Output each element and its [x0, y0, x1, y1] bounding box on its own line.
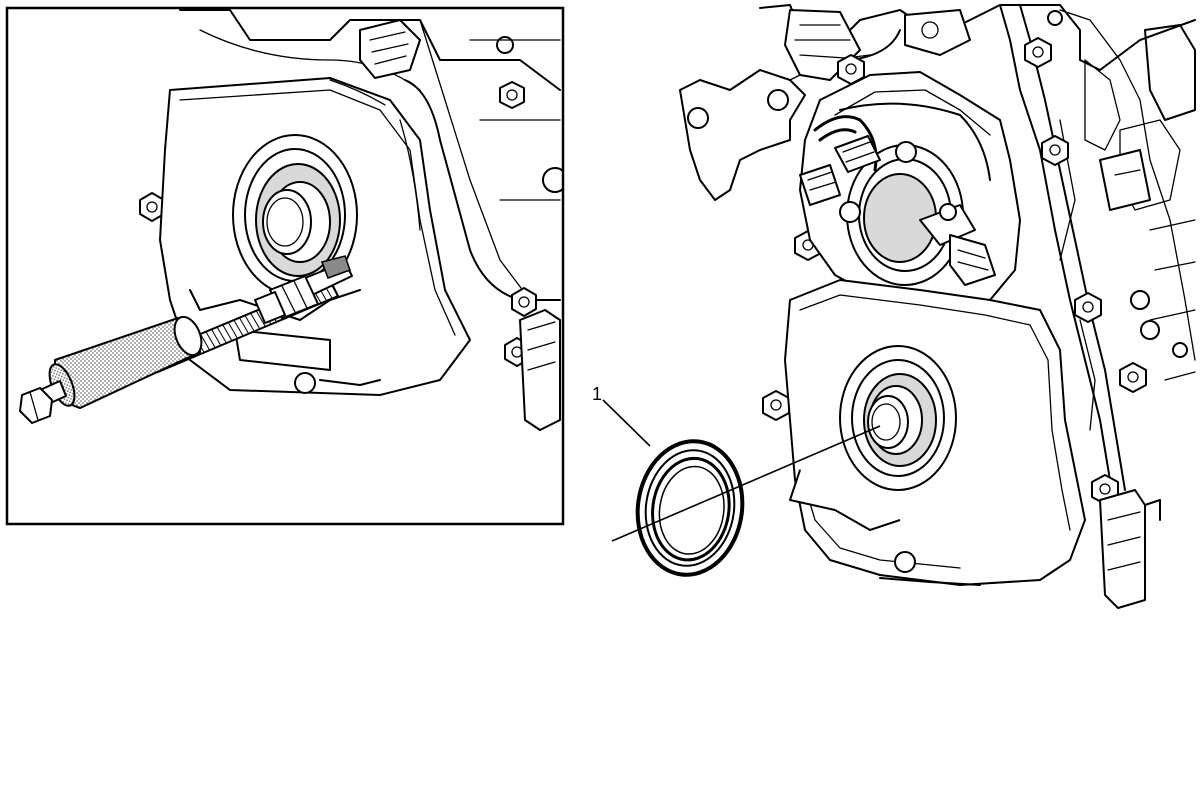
bolt-icon [1041, 135, 1069, 166]
sensor-connector-icon [919, 203, 996, 286]
seal-remover-tool [19, 255, 353, 424]
installation-centerline [611, 425, 881, 542]
seal-bore [839, 345, 957, 491]
callout-leader-line [602, 399, 651, 447]
removal-inset-panel [5, 6, 565, 526]
engine-front-cover-view: 1 [592, 4, 1196, 609]
bolt-icon [1119, 362, 1147, 393]
bolt-icon [499, 81, 525, 109]
callout-1: 1 [592, 384, 651, 447]
bolt-icon [1074, 292, 1102, 323]
bolt-icon [1024, 37, 1052, 68]
callout-label: 1 [592, 384, 602, 404]
bolt-icon [762, 390, 790, 421]
sensor-connector-icon [799, 164, 841, 206]
inset-engine-front-cover [139, 9, 563, 431]
bolt-icon [511, 287, 537, 317]
sensor-connector-icon [834, 135, 881, 173]
sensor-connector-icon [1099, 489, 1161, 609]
